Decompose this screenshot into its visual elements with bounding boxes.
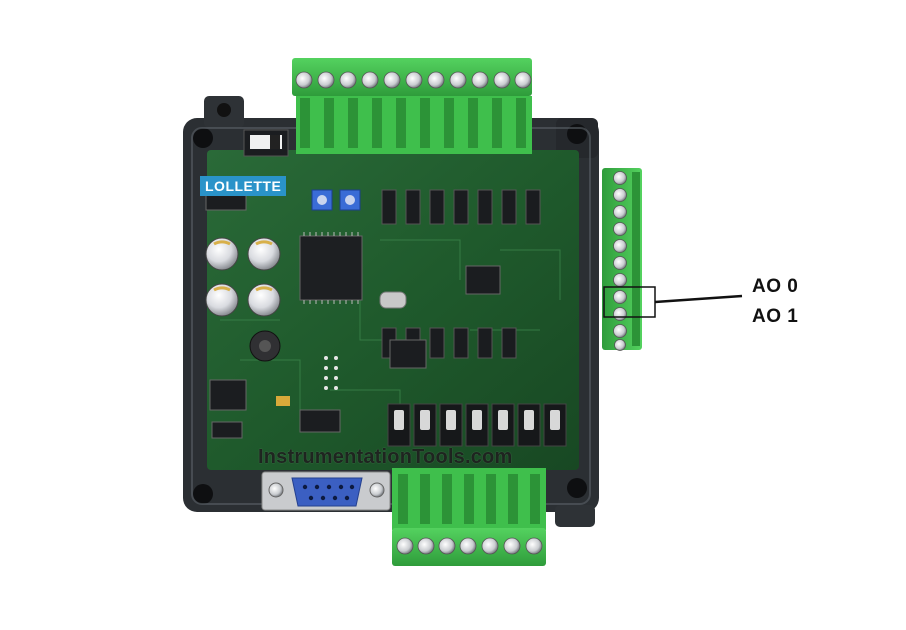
callout-label-ao0: AO 0 [752,276,799,297]
callout-leader [654,294,743,304]
db9-connector [291,477,363,507]
callout-label-ao1: AO 1 [752,306,799,327]
brand-label: LOLLETTE [200,176,287,196]
microcontroller [299,235,363,301]
watermark-text: InstrumentationTools.com [258,446,513,468]
capacitors [205,237,281,317]
